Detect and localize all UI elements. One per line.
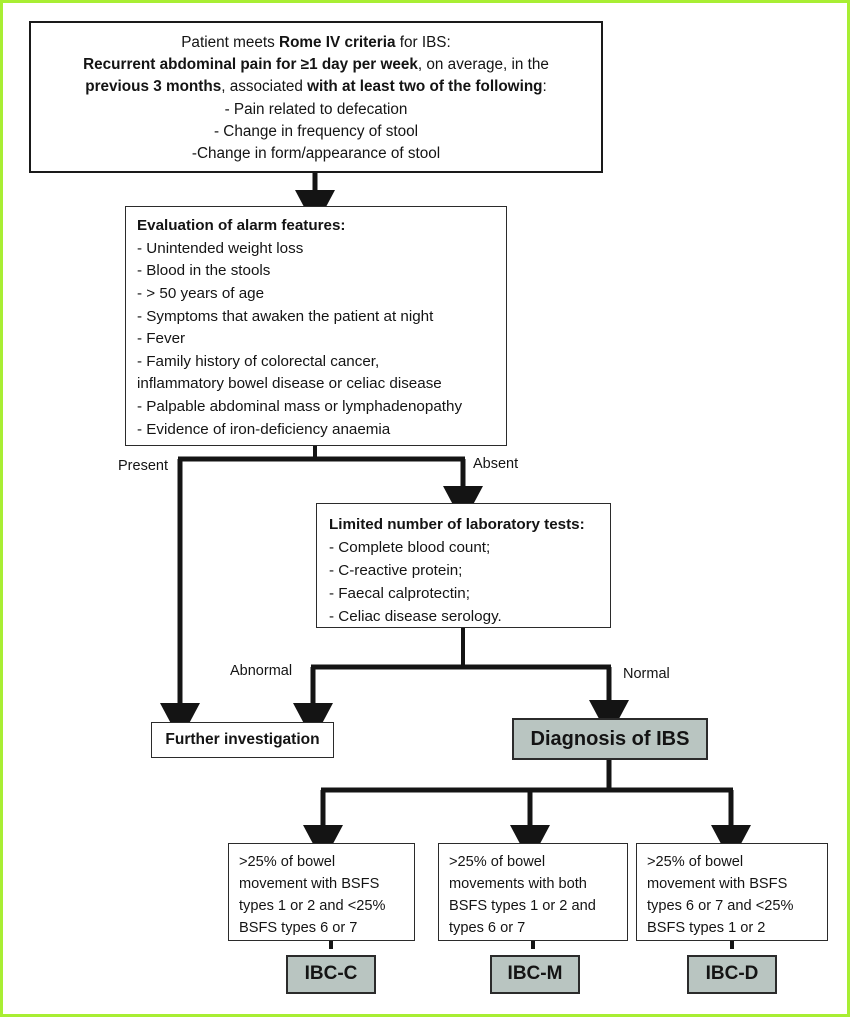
subtype-line: types 6 or 7 and <25% — [647, 897, 794, 914]
criteria-line-2: previous 3 months, associated with at le… — [85, 78, 547, 96]
subtype-criteria-d-box: >25% of bowel movement with BSFS types 6… — [636, 843, 828, 941]
criteria-line-5: -Change in form/appearance of stool — [191, 144, 441, 162]
edge-label-normal: Normal — [623, 666, 670, 682]
final-label-ibc-m-box: IBC-M — [490, 955, 580, 994]
subtype-criteria-c-box: >25% of bowel movement with BSFS types 1… — [228, 843, 415, 941]
criteria-line-0: Patient meets Rome IV criteria for IBS: — [181, 34, 451, 51]
subtype-line: BSFS types 6 or 7 — [239, 919, 358, 936]
criteria-text: Patient meets Rome IV criteria for IBS: … — [41, 32, 591, 165]
subtype-line: >25% of bowel — [647, 854, 744, 870]
subtype-c-text: >25% of bowel movement with BSFS types 1… — [239, 852, 406, 940]
subtype-m-text: >25% of bowel movements with both BSFS t… — [449, 852, 619, 940]
flow-connectors — [160, 173, 751, 949]
alarm-features-box: Evaluation of alarm features: - Unintend… — [125, 206, 507, 446]
alarm-item: - > 50 years of age — [137, 284, 265, 302]
edge-label-present: Present — [118, 458, 168, 474]
final-label-ibc-m: IBC-M — [507, 963, 563, 985]
subtype-line: >25% of bowel — [239, 854, 336, 870]
alarm-item: - Unintended weight loss — [137, 239, 304, 257]
subtype-line: types 1 or 2 and <25% — [239, 897, 386, 914]
diagnosis-of-ibs-label: Diagnosis of IBS — [530, 727, 690, 750]
alarm-item: inflammatory bowel disease or celiac dis… — [137, 375, 442, 393]
alarm-heading: Evaluation of alarm features: — [137, 217, 346, 234]
subtype-d-text: >25% of bowel movement with BSFS types 6… — [647, 852, 819, 940]
lab-item: - Celiac disease serology. — [329, 608, 502, 626]
further-investigation-box: Further investigation — [151, 722, 334, 758]
criteria-line-3: - Pain related to defecation — [224, 100, 408, 118]
subtype-line: BSFS types 1 or 2 and — [449, 897, 596, 914]
lab-heading: Limited number of laboratory tests: — [329, 516, 585, 533]
further-investigation-label: Further investigation — [165, 731, 320, 748]
subtype-line: movement with BSFS — [239, 875, 380, 892]
final-label-ibc-d: IBC-D — [705, 963, 759, 985]
laboratory-tests-box: Limited number of laboratory tests: - Co… — [316, 503, 611, 628]
rome-iv-criteria-box: Patient meets Rome IV criteria for IBS: … — [29, 21, 603, 173]
criteria-line-4: - Change in frequency of stool — [213, 122, 419, 140]
diagnosis-of-ibs-box: Diagnosis of IBS — [512, 718, 708, 760]
alarm-item: - Family history of colorectal cancer, — [137, 352, 380, 370]
subtype-line: movement with BSFS — [647, 875, 788, 892]
subtype-line: movements with both — [449, 875, 587, 892]
lab-item: - C-reactive protein; — [329, 562, 463, 580]
alarm-item: - Symptoms that awaken the patient at ni… — [137, 307, 434, 325]
subtype-line: >25% of bowel — [449, 854, 546, 870]
final-label-ibc-c: IBC-C — [304, 963, 358, 985]
final-label-ibc-c-box: IBC-C — [286, 955, 376, 994]
lab-text: Limited number of laboratory tests: - Co… — [329, 513, 602, 628]
final-label-ibc-d-box: IBC-D — [687, 955, 777, 994]
alarm-item: - Fever — [137, 330, 186, 348]
lab-item: - Complete blood count; — [329, 539, 491, 557]
subtype-line: BSFS types 1 or 2 — [647, 919, 766, 936]
subtype-criteria-m-box: >25% of bowel movements with both BSFS t… — [438, 843, 628, 941]
subtype-line: types 6 or 7 — [449, 919, 526, 936]
lab-item: - Faecal calprotectin; — [329, 585, 470, 603]
criteria-line-1: Recurrent abdominal pain for ≥1 day per … — [83, 56, 549, 74]
alarm-item: - Blood in the stools — [137, 262, 271, 280]
edge-label-absent: Absent — [473, 456, 519, 472]
alarm-item: - Palpable abdominal mass or lymphadenop… — [137, 398, 463, 416]
alarm-text: Evaluation of alarm features: - Unintend… — [137, 215, 497, 441]
edge-label-abnormal: Abnormal — [230, 663, 293, 679]
alarm-item: - Evidence of iron-deficiency anaemia — [137, 420, 391, 438]
